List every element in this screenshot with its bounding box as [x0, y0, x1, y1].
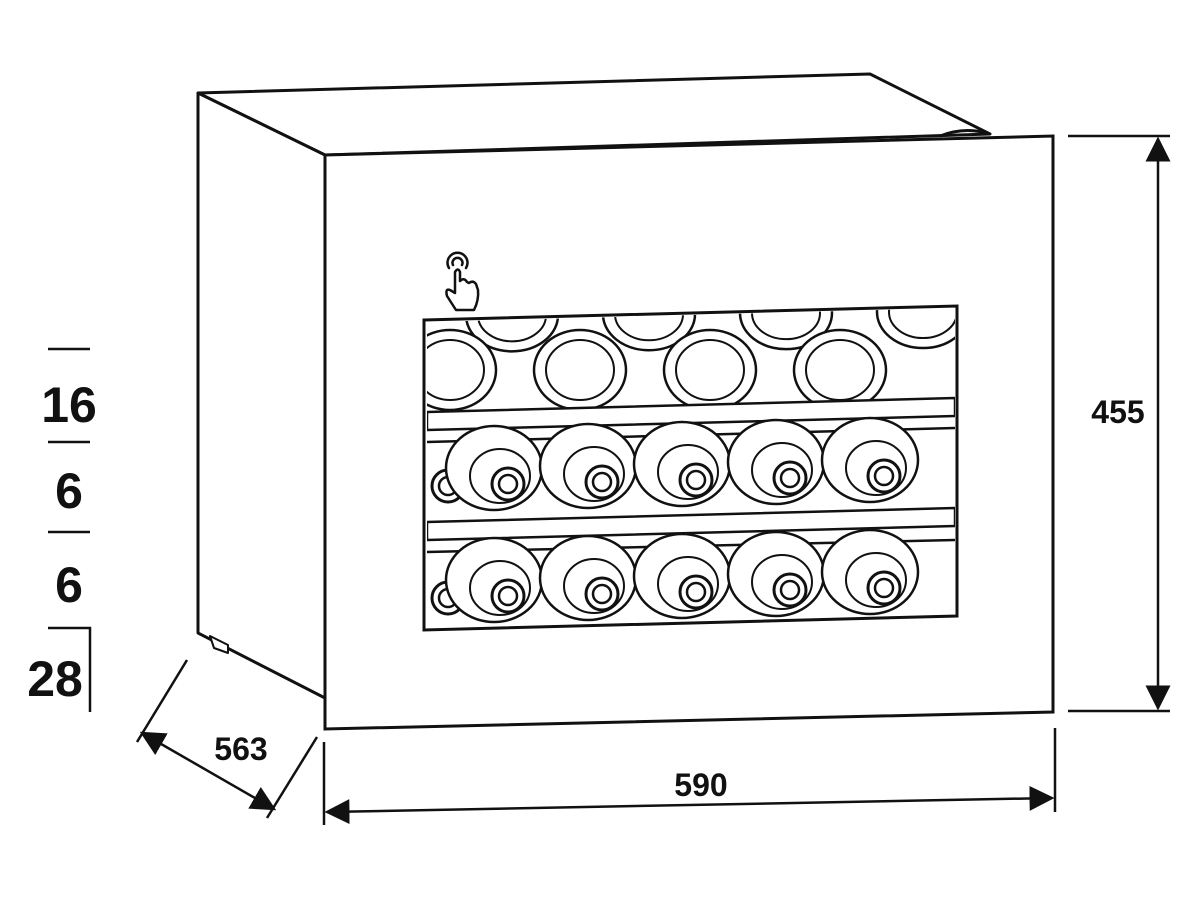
bottle-middle-cork [873, 465, 895, 487]
bottle-bottom-cork [685, 581, 707, 603]
capacity-table [48, 347, 92, 712]
bottle-middle-cork [685, 469, 707, 491]
bottle-middle-cork [591, 471, 613, 493]
bottle-top-front-inner [675, 339, 745, 401]
shelf-top [427, 396, 955, 432]
bottle-top-front-inner [805, 339, 875, 401]
bottle-bottom-cork [591, 583, 613, 605]
shelf-middle [427, 506, 955, 542]
capacity-zone1: 16 [41, 377, 97, 433]
bottle-top-back-inner [888, 308, 955, 340]
width-label: 590 [674, 767, 727, 803]
cabinet-foot [209, 635, 229, 654]
bottle-bottom-cork [779, 579, 801, 601]
depth-ext-back [135, 659, 189, 743]
depth-dimension-line [139, 731, 277, 811]
capacity-total-bracket [48, 626, 92, 712]
depth-ext-front [265, 736, 319, 819]
bottle-middle-cork [497, 473, 519, 495]
depth-label: 563 [214, 731, 267, 767]
cabinet-side [196, 91, 327, 700]
top-vent [939, 129, 991, 138]
capacity-zone2: 6 [55, 463, 83, 519]
capacity-total: 28 [27, 651, 83, 707]
bottle-top-front-inner [545, 339, 615, 401]
bottle-top-front-inner [427, 339, 485, 401]
width-dimension-line [324, 785, 1055, 825]
bottle-middle-cork [779, 467, 801, 489]
bottle-bottom-cork [873, 577, 895, 599]
cabinet-body [196, 72, 992, 700]
bottle-racks [427, 308, 955, 628]
touch-control-icon [445, 251, 480, 312]
capacity-zone3: 6 [55, 557, 83, 613]
bottle-bottom-cork [497, 585, 519, 607]
height-label: 455 [1091, 394, 1144, 430]
dimension-lines [135, 134, 1171, 825]
